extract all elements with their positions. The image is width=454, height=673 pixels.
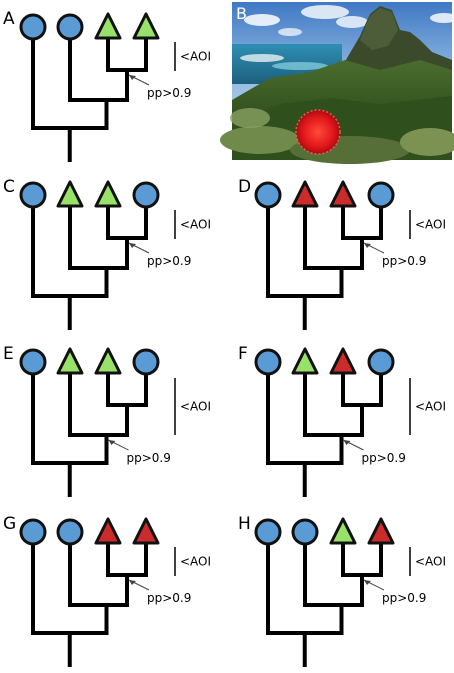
tree-panels: A<AOIpp>0.9C<AOIpp>0.9D<AOIpp>0.9E<AOIpp… [3,9,446,667]
tip-red-triangle-icon [329,347,357,375]
pp-label: pp>0.9 [147,254,191,268]
pp-label: pp>0.9 [147,86,191,100]
tip-blue-circle-icon [19,348,47,376]
panel-label: A [3,9,15,29]
photo-panel-b: B [220,2,454,164]
pp-arrowhead-icon [129,580,136,585]
aoi-label: <AOI [180,555,211,569]
tip-green-triangle-icon [94,12,122,40]
tip-blue-circle-icon [56,518,84,546]
pp-label: pp>0.9 [147,591,191,605]
panel-label: D [238,177,251,197]
tip-green-triangle-icon [329,517,357,545]
aoi-label: <AOI [415,555,446,569]
tip-blue-circle-icon [19,518,47,546]
tree-panel-f: F <AOI pp>0.9 [238,344,446,497]
tip-blue-circle-icon [132,348,160,376]
aoi-label: <AOI [180,218,211,232]
pp-label: pp>0.9 [382,254,426,268]
tip-blue-circle-icon [19,181,47,209]
tip-green-triangle-icon [56,347,84,375]
panel-label: G [3,514,16,534]
tree-panel-a: A <AOI pp>0.9 [3,9,211,162]
tip-red-triangle-icon [94,517,122,545]
tip-blue-circle-icon [254,181,282,209]
tip-red-triangle-icon [291,180,319,208]
pp-arrowhead-icon [364,580,371,585]
panel-label: H [238,514,251,534]
aoi-label: <AOI [415,218,446,232]
tree-panel-d: D <AOI pp>0.9 [238,177,446,330]
tip-green-triangle-icon [291,347,319,375]
tip-blue-circle-icon [132,181,160,209]
tip-green-triangle-icon [94,180,122,208]
pp-arrowhead-icon [108,440,116,445]
tree-panel-c: C <AOI pp>0.9 [3,177,211,330]
pp-arrowhead-icon [364,243,371,248]
tip-blue-circle-icon [254,518,282,546]
aoi-label: <AOI [415,400,446,414]
panel-label-b: B [236,4,247,23]
tip-green-triangle-icon [94,347,122,375]
pp-label: pp>0.9 [362,451,406,465]
pp-arrowhead-icon [129,243,136,248]
aoi-label: <AOI [180,50,211,64]
tip-blue-circle-icon [291,518,319,546]
aoi-label: <AOI [180,400,211,414]
red-flower-icon [296,110,340,154]
panel-label: C [3,177,15,197]
tree-panel-h: H <AOI pp>0.9 [238,514,446,667]
pp-arrowhead-icon [129,75,136,80]
pp-arrowhead-icon [343,440,351,445]
tip-green-triangle-icon [132,12,160,40]
tip-blue-circle-icon [367,181,395,209]
pp-label: pp>0.9 [127,451,171,465]
tip-red-triangle-icon [329,180,357,208]
panel-label: F [238,344,248,364]
tip-blue-circle-icon [19,13,47,41]
tree-panel-g: G <AOI pp>0.9 [3,514,211,667]
tip-green-triangle-icon [56,180,84,208]
tip-blue-circle-icon [367,348,395,376]
pp-label: pp>0.9 [382,591,426,605]
tip-blue-circle-icon [56,13,84,41]
tip-red-triangle-icon [367,517,395,545]
tree-panel-e: E <AOI pp>0.9 [3,344,211,497]
panel-label: E [3,344,14,364]
tip-blue-circle-icon [254,348,282,376]
tip-red-triangle-icon [132,517,160,545]
